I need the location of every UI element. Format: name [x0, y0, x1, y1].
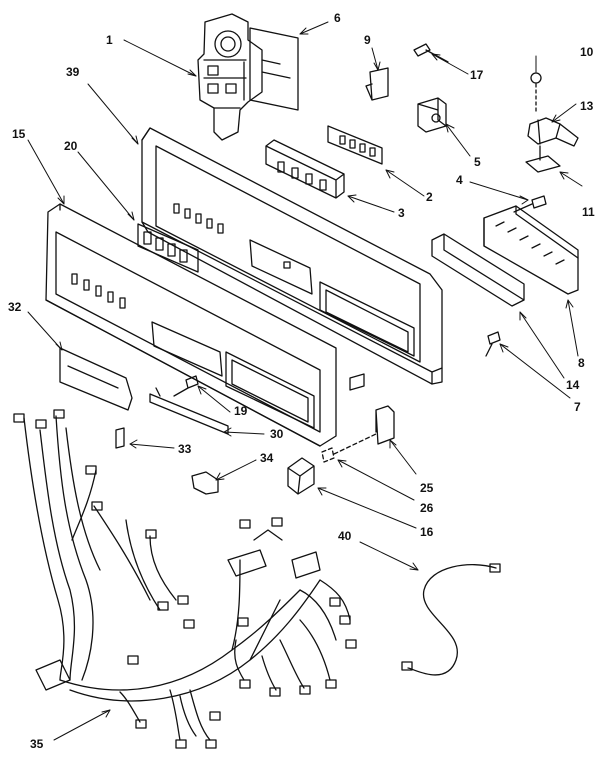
callout-19: 19	[234, 404, 248, 418]
callout-33: 33	[178, 442, 192, 456]
callout-5: 5	[474, 155, 481, 169]
callout-32: 32	[8, 300, 22, 314]
part-11-bracket	[525, 145, 561, 173]
part-14-channel	[431, 233, 525, 307]
part-35-harness	[13, 409, 357, 749]
part-26-screw	[321, 433, 377, 463]
callout-26: 26	[420, 501, 434, 515]
callout-16: 16	[420, 525, 434, 539]
part-39-console-rear	[141, 127, 443, 385]
callout-25: 25	[420, 481, 434, 495]
part-19-screw	[173, 375, 199, 397]
callout-9: 9	[364, 33, 371, 47]
part-15-console-front	[45, 203, 365, 447]
callout-20: 20	[64, 139, 78, 153]
part-7-screw	[485, 331, 501, 357]
callout-40: 40	[338, 529, 352, 543]
part-1-timer	[197, 13, 263, 141]
part-30-bracket	[149, 387, 229, 435]
callout-15: 15	[12, 127, 26, 141]
part-34-clip	[191, 471, 219, 495]
callout-30: 30	[270, 427, 284, 441]
callout-7: 7	[574, 400, 581, 414]
part-13-switch	[527, 117, 579, 147]
callout-2: 2	[426, 190, 433, 204]
part-2-switch-block	[327, 125, 383, 165]
callout-4: 4	[456, 173, 463, 187]
callout-14: 14	[566, 378, 580, 392]
part-4-screw	[513, 195, 547, 213]
callout-34: 34	[260, 451, 274, 465]
callout-35: 35	[30, 737, 44, 751]
part-40-cable	[401, 563, 501, 676]
part-17-screw	[413, 43, 449, 63]
callout-11: 11	[582, 205, 595, 219]
part-8-bracket	[483, 205, 579, 295]
part-32-shield	[59, 347, 133, 411]
callout-6: 6	[334, 11, 341, 25]
callout-8: 8	[578, 356, 585, 370]
part-16-knob	[287, 457, 315, 495]
part-33-screw	[115, 427, 125, 449]
part-6-insulator	[249, 27, 299, 111]
callout-10: 10	[580, 45, 594, 59]
callout-3: 3	[398, 206, 405, 220]
part-25-bracket	[375, 405, 395, 445]
leader-lines	[27, 21, 583, 741]
callout-39: 39	[66, 65, 80, 79]
part-5-switch	[417, 97, 447, 133]
callout-17: 17	[470, 68, 484, 82]
callout-1: 1	[106, 33, 113, 47]
part-20-button-pad	[137, 223, 199, 273]
part-9-bracket	[365, 67, 389, 101]
part-3-button-block	[265, 139, 345, 199]
callout-13: 13	[580, 99, 594, 113]
part-10-nut	[530, 72, 542, 113]
